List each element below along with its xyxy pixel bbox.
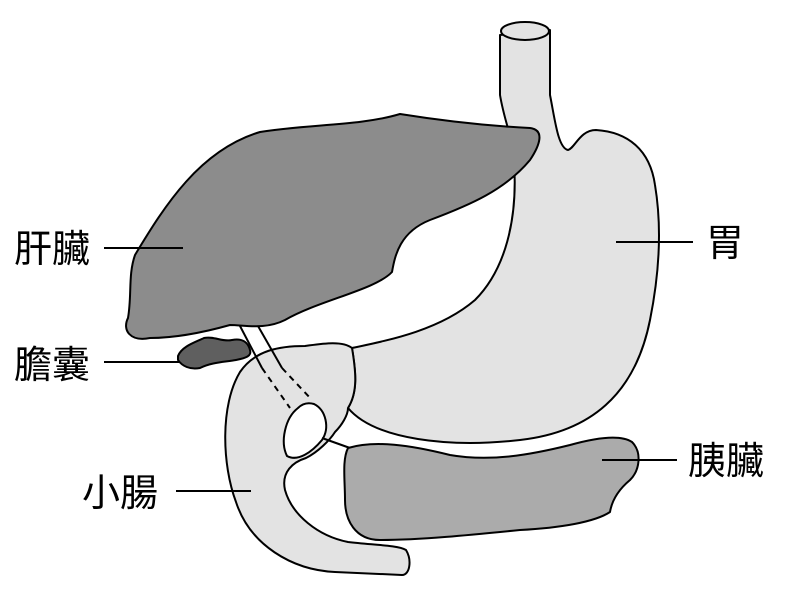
pancreas-label: 胰臟 bbox=[688, 439, 764, 483]
pancreatic-duct bbox=[321, 437, 351, 449]
liver-shape bbox=[125, 113, 541, 340]
duodenum-inner-loop bbox=[282, 402, 328, 459]
stomach-label: 胃 bbox=[706, 221, 744, 265]
common-bile-duct-right bbox=[257, 325, 283, 369]
pancreas-shape bbox=[343, 436, 640, 541]
small-intestine-shape bbox=[224, 342, 411, 576]
bile-duct-hidden-left bbox=[261, 367, 291, 409]
gallbladder-shape bbox=[177, 336, 252, 370]
bile-duct-hidden-right bbox=[281, 367, 313, 401]
common-hepatic-duct bbox=[239, 325, 263, 369]
gallbladder-label: 膽囊 bbox=[14, 343, 90, 387]
stomach-shape bbox=[347, 29, 660, 444]
liver-label: 肝臟 bbox=[14, 227, 90, 271]
small-intestine-label: 小腸 bbox=[82, 471, 158, 515]
esophagus-opening bbox=[500, 21, 550, 41]
